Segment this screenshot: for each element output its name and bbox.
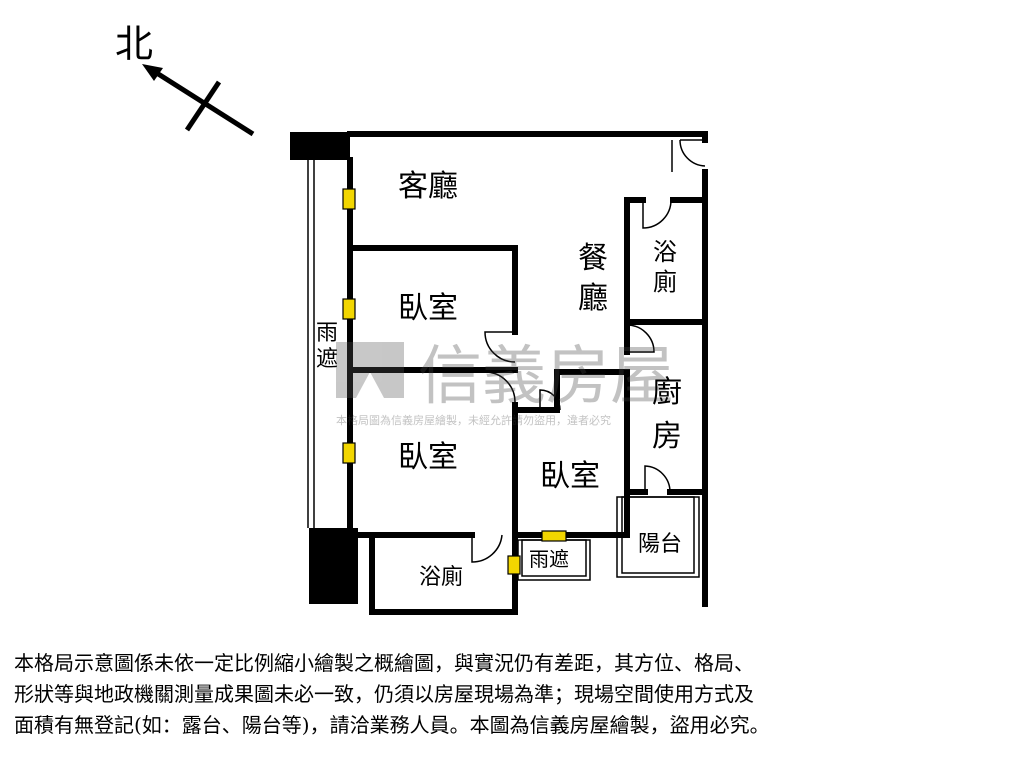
window-bedroom2 [342, 442, 356, 464]
label-kitchen-1: 廚 [652, 375, 682, 410]
north-label: 北 [115, 22, 153, 66]
north-arrow-tick [184, 80, 222, 132]
label-canopy-bottom: 雨遮 [529, 547, 569, 571]
watermark-logo [336, 342, 404, 398]
watermark: 信義房屋 本格局圖為信義房屋繪製，未經允許請勿盜用，違者必究 [336, 340, 674, 427]
watermark-notice: 本格局圖為信義房屋繪製，未經允許請勿盜用，違者必究 [336, 413, 611, 427]
label-dining-1: 餐 [578, 241, 608, 276]
window-living [342, 188, 356, 210]
label-canopy-left-2: 遮 [316, 347, 338, 372]
column-bottom-left [309, 528, 358, 604]
label-bedroom-2: 臥室 [398, 440, 458, 475]
label-balcony: 陽台 [638, 532, 682, 557]
label-canopy-left-1: 雨 [316, 321, 338, 346]
label-bath-bottom: 浴廁 [419, 565, 463, 590]
label-bath-top-1: 浴 [653, 238, 677, 266]
window-bedroom1 [342, 298, 356, 320]
label-bedroom-3: 臥室 [540, 459, 600, 494]
compass: 北 [115, 22, 255, 137]
walls [347, 131, 708, 615]
label-kitchen-2: 房 [652, 419, 682, 454]
label-bath-top-2: 廁 [653, 268, 677, 296]
window-bedroom3 [541, 530, 567, 542]
floor-plan: 北 [115, 22, 708, 615]
canopy-left [307, 160, 315, 528]
label-living: 客廳 [398, 169, 458, 204]
label-bedroom-1: 臥室 [398, 291, 458, 326]
disclaimer-line-2: 形狀等與地政機關測量成果圖未必一致，仍須以房屋現場為準；現場空間使用方式及 [14, 682, 754, 706]
disclaimer: 本格局示意圖係未依一定比例縮小繪製之概繪圖，與實況仍有差距，其方位、格局、 形狀… [14, 648, 1014, 741]
disclaimer-line-3: 面積有無登記(如：露台、陽台等)，請洽業務人員。本圖為信義房屋繪製，盜用必究。 [14, 713, 770, 737]
label-dining-2: 廳 [578, 281, 608, 316]
windows [342, 188, 567, 575]
north-arrow-head [142, 64, 163, 81]
window-bath-bottom [507, 555, 521, 575]
watermark-brand: 信義房屋 [418, 340, 674, 414]
disclaimer-line-1: 本格局示意圖係未依一定比例縮小繪製之概繪圖，與實況仍有差距，其方位、格局、 [14, 651, 754, 675]
balcony-frame [616, 496, 700, 578]
north-arrow [150, 67, 255, 137]
column-top-left [290, 132, 350, 160]
doors [471, 139, 706, 563]
